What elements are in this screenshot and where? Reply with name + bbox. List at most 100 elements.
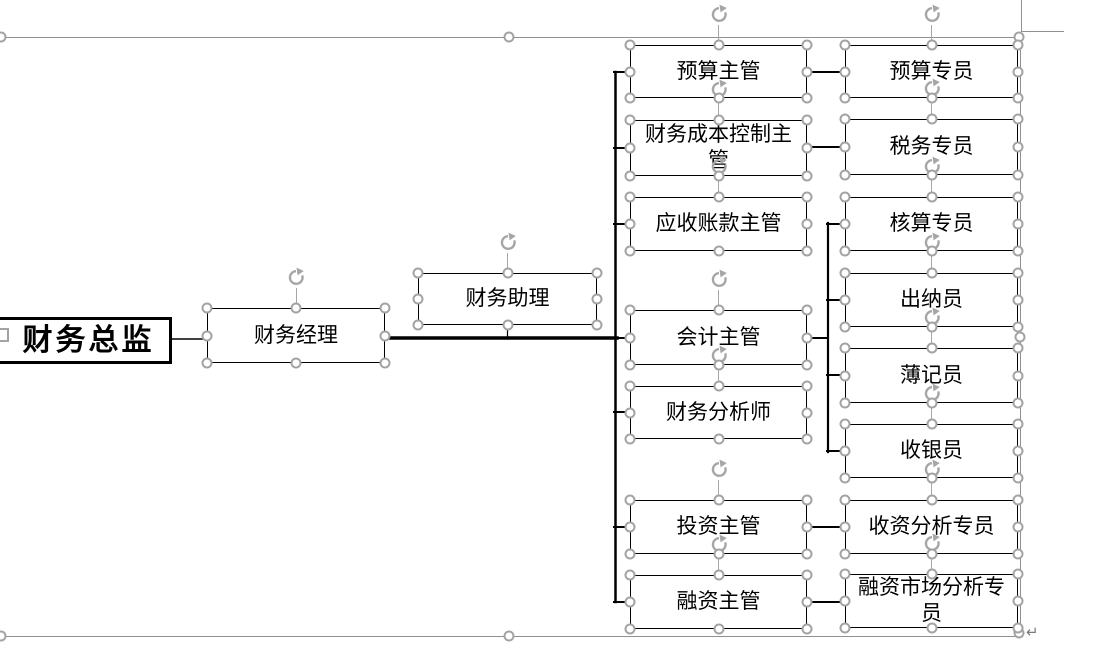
resize-handle-e[interactable] [801,218,813,230]
resize-handle-s[interactable] [713,92,724,104]
resize-handle-se[interactable] [801,548,813,560]
resize-handle-s[interactable] [926,245,937,257]
resize-handle-n[interactable] [926,267,937,279]
resize-handle-w[interactable] [624,218,636,230]
resize-handle-sw[interactable] [624,92,636,104]
resize-handle-e[interactable] [1012,370,1024,381]
resize-handle-w[interactable] [624,332,636,343]
resize-handle-ne[interactable] [1012,494,1024,506]
resize-handle-ne[interactable] [801,191,813,203]
resize-handle-nw[interactable] [839,342,851,354]
org-node-financial-analyst[interactable]: 财务分析师 [630,386,807,439]
resize-handle-w[interactable] [839,141,851,153]
resize-handle-s[interactable] [713,170,724,182]
resize-handle-w[interactable] [412,293,424,305]
resize-handle-e[interactable] [379,330,391,341]
resize-handle-s[interactable] [926,169,937,181]
resize-handle-nw[interactable] [624,39,636,51]
resize-handle-se[interactable] [1012,169,1024,181]
resize-handle-s[interactable] [713,433,724,445]
resize-handle-w[interactable] [839,445,851,457]
resize-handle-w[interactable] [624,521,636,533]
resize-handle-w[interactable] [201,330,213,341]
resize-handle-w[interactable] [839,370,851,381]
resize-handle-s[interactable] [290,357,302,369]
resize-handle-s[interactable] [713,359,724,371]
resize-handle-ne[interactable] [801,304,813,316]
resize-handle-n[interactable] [713,380,724,392]
resize-handle-se[interactable] [1012,92,1024,104]
resize-handle-ne[interactable] [1012,113,1024,125]
resize-handle-e[interactable] [1012,595,1024,607]
resize-handle-sw[interactable] [839,321,851,333]
resize-handle-se[interactable] [801,433,813,445]
resize-handle-nw[interactable] [624,304,636,316]
resize-handle-sw[interactable] [201,357,213,369]
resize-handle-se[interactable] [1012,397,1024,409]
resize-handle-sw[interactable] [839,245,851,257]
resize-handle-n[interactable] [290,302,302,314]
resize-handle-se[interactable] [1012,321,1024,333]
resize-handle-sw[interactable] [412,319,424,331]
resize-handle-se[interactable] [1012,548,1024,560]
resize-handle-n[interactable] [926,568,937,580]
canvas-resize-handle-right-middle[interactable] [1014,331,1026,343]
resize-handle-n[interactable] [713,569,724,581]
org-node-financing-market-analysis-specialist[interactable]: 融资市场分析专员 [845,574,1018,628]
canvas-resize-handle-bottom-center[interactable] [503,630,515,642]
resize-handle-s[interactable] [926,622,937,634]
resize-handle-e[interactable] [801,332,813,343]
resize-handle-w[interactable] [839,218,851,230]
resize-handle-s[interactable] [926,397,937,409]
resize-handle-nw[interactable] [624,114,636,126]
resize-handle-s[interactable] [926,321,937,333]
canvas-resize-handle-top-left[interactable] [0,31,7,43]
resize-handle-e[interactable] [801,66,813,77]
resize-handle-n[interactable] [502,267,513,279]
resize-handle-sw[interactable] [624,623,636,635]
resize-handle-nw[interactable] [412,267,424,279]
resize-handle-se[interactable] [1012,245,1024,257]
resize-handle-w[interactable] [839,521,851,533]
resize-handle-se[interactable] [801,359,813,371]
resize-handle-ne[interactable] [1012,39,1024,51]
rotate-handle-icon[interactable] [708,268,730,290]
resize-handle-ne[interactable] [801,380,813,392]
resize-handle-sw[interactable] [839,472,851,484]
resize-handle-w[interactable] [624,596,636,608]
resize-handle-ne[interactable] [1012,267,1024,279]
resize-handle-e[interactable] [1012,445,1024,457]
resize-handle-n[interactable] [926,191,937,203]
org-node-accounting-supervisor[interactable]: 会计主管 [630,310,807,365]
org-node-bookkeeper[interactable]: 薄记员 [845,348,1018,403]
resize-handle-s[interactable] [926,472,937,484]
resize-handle-n[interactable] [713,191,724,203]
rotate-handle-icon[interactable] [708,3,730,25]
resize-handle-s[interactable] [713,245,724,257]
resize-handle-ne[interactable] [591,267,603,279]
resize-handle-ne[interactable] [1012,568,1024,580]
canvas-resize-handle-top-center[interactable] [503,31,515,43]
resize-handle-nw[interactable] [839,39,851,51]
rotate-handle-icon[interactable] [708,458,730,480]
resize-handle-nw[interactable] [839,418,851,430]
resize-handle-se[interactable] [801,170,813,182]
resize-handle-se[interactable] [591,319,603,331]
org-node-finance-assistant[interactable]: 财务助理 [418,273,597,325]
resize-handle-w[interactable] [839,595,851,607]
resize-handle-e[interactable] [801,596,813,608]
rotate-handle-icon[interactable] [497,231,519,253]
resize-handle-e[interactable] [1012,141,1024,153]
resize-handle-n[interactable] [926,342,937,354]
resize-handle-e[interactable] [1012,218,1024,230]
resize-handle-se[interactable] [801,623,813,635]
resize-handle-n[interactable] [713,304,724,316]
org-node-finance-director[interactable]: 财务总监 [0,317,172,364]
resize-handle-e[interactable] [801,142,813,154]
resize-handle-e[interactable] [801,407,813,418]
resize-handle-s[interactable] [713,623,724,635]
resize-handle-nw[interactable] [839,191,851,203]
resize-handle-se[interactable] [1012,472,1024,484]
resize-handle-s[interactable] [926,92,937,104]
